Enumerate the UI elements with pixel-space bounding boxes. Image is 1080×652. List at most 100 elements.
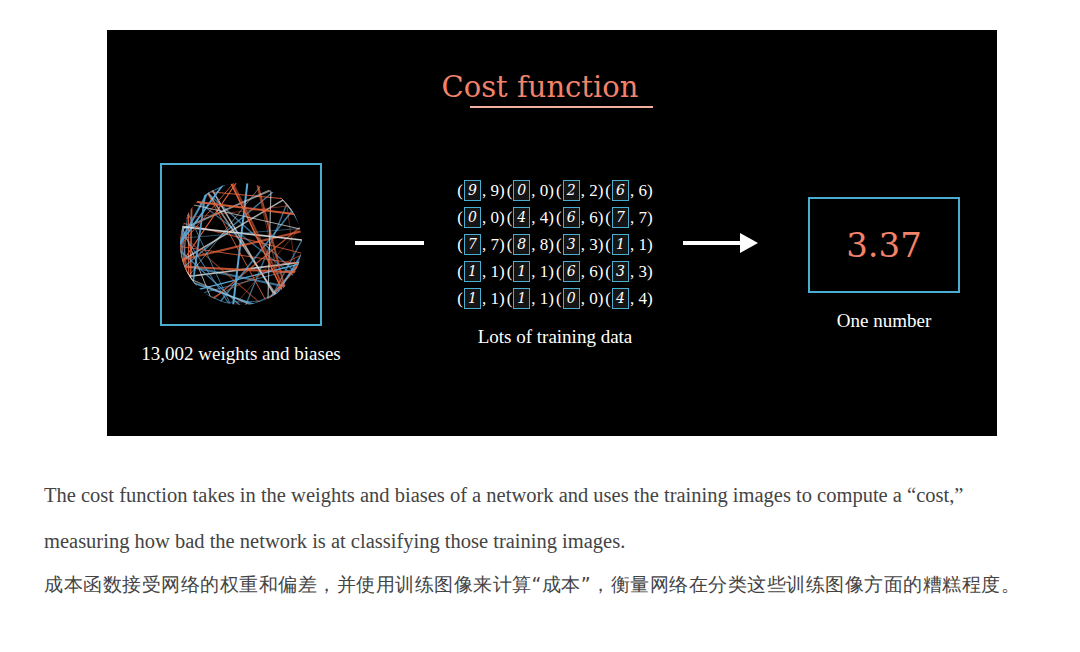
digit-image: 6 <box>612 180 629 201</box>
digit-image: 4 <box>513 207 530 228</box>
pair-text: , 1) <box>531 262 554 282</box>
digit-image: 6 <box>563 207 580 228</box>
digit-image: 3 <box>612 261 629 282</box>
weight-line <box>204 293 206 294</box>
training-pair: (4, 4) <box>507 207 554 228</box>
digit-image: 8 <box>513 234 530 255</box>
pair-text: ( <box>556 262 562 282</box>
training-pair: (1, 1) <box>605 234 652 255</box>
pair-text: , 7) <box>630 208 653 228</box>
training-pair: (1, 1) <box>507 288 554 309</box>
training-pair: (3, 3) <box>605 261 652 282</box>
training-pair: (3, 3) <box>556 234 603 255</box>
training-pair: (0, 0) <box>556 288 603 309</box>
pair-text: ( <box>556 289 562 309</box>
output-arrow-head <box>740 233 758 253</box>
pair-text: , 1) <box>630 235 653 255</box>
pair-text: , 4) <box>531 208 554 228</box>
training-pair: (1, 1) <box>457 288 504 309</box>
digit-image: 1 <box>464 288 481 309</box>
pair-text: , 2) <box>581 181 604 201</box>
weight-line <box>208 192 283 199</box>
pair-text: ( <box>605 181 611 201</box>
weight-line <box>231 183 282 290</box>
digit-image: 1 <box>612 234 629 255</box>
pair-text: ( <box>605 235 611 255</box>
pair-text: , 7) <box>482 235 505 255</box>
caption: The cost function takes in the weights a… <box>44 472 1044 564</box>
digit-image: 0 <box>563 288 580 309</box>
pair-text: ( <box>457 208 463 228</box>
weight-line <box>268 190 271 300</box>
pair-text: ( <box>507 208 513 228</box>
node-heading: One number <box>770 309 998 332</box>
digit-image: 4 <box>612 288 629 309</box>
weight-line <box>199 264 300 290</box>
pair-text: , 1) <box>531 289 554 309</box>
digit-image: 3 <box>563 234 580 255</box>
training-pair: (6, 6) <box>556 261 603 282</box>
title-underline <box>470 106 653 108</box>
data-row: (1, 1)(1, 1)(6, 6)(3, 3) <box>420 258 690 285</box>
weight-line <box>179 182 234 247</box>
digit-image: 1 <box>464 261 481 282</box>
pair-text: ( <box>457 289 463 309</box>
pair-text: ( <box>605 289 611 309</box>
digit-image: 1 <box>513 288 530 309</box>
data-row: (7, 7)(8, 8)(3, 3)(1, 1) <box>420 231 690 258</box>
digit-image: 7 <box>464 234 481 255</box>
digit-image: 2 <box>563 180 580 201</box>
pair-text: ( <box>556 208 562 228</box>
pair-text: , 6) <box>581 262 604 282</box>
network-lines <box>179 182 303 306</box>
data-row: (0, 0)(4, 4)(6, 6)(7, 7) <box>420 204 690 231</box>
output-arrow-shaft <box>683 241 742 245</box>
pair-text: , 4) <box>630 289 653 309</box>
weight-line <box>233 183 285 289</box>
digit-image: 1 <box>513 261 530 282</box>
pair-text: ( <box>507 181 513 201</box>
grid-caption: Lots of training data <box>420 326 690 348</box>
input-line <box>355 241 424 245</box>
pair-text: , 6) <box>581 208 604 228</box>
weight-line <box>188 212 231 305</box>
digit-image: 7 <box>612 207 629 228</box>
weight-line <box>204 294 231 306</box>
weight-line <box>181 224 182 261</box>
pair-text: ( <box>605 262 611 282</box>
pair-text: ( <box>556 181 562 201</box>
training-pair: (2, 2) <box>556 180 603 201</box>
training-pair: (7, 7) <box>457 234 504 255</box>
data-row: (1, 1)(1, 1)(0, 0)(4, 4) <box>420 285 690 312</box>
digit-image: 0 <box>513 180 530 201</box>
pair-text: , 0) <box>482 208 505 228</box>
weight-line <box>193 205 301 229</box>
pair-text: ( <box>605 208 611 228</box>
training-pair: (4, 4) <box>605 288 652 309</box>
pair-text: ( <box>457 181 463 201</box>
weight-line <box>179 250 240 306</box>
pair-text: , 1) <box>482 289 505 309</box>
training-pair: (1, 1) <box>457 261 504 282</box>
weight-line <box>181 230 230 305</box>
training-pair: (0, 0) <box>507 180 554 201</box>
pair-text: ( <box>507 235 513 255</box>
pair-text: , 8) <box>531 235 554 255</box>
training-pair: (8, 8) <box>507 234 554 255</box>
weight-line <box>179 185 223 245</box>
pair-text: ( <box>457 235 463 255</box>
title: Cost function <box>0 70 1080 104</box>
weight-line <box>196 202 296 214</box>
pair-text: , 6) <box>630 181 653 201</box>
node-heading: 13,002 weights and biases <box>122 342 360 365</box>
training-pair: (9, 9) <box>457 180 504 201</box>
pair-text: ( <box>457 262 463 282</box>
weight-line <box>188 185 261 276</box>
network-box: 13,002 weights and biases <box>160 163 322 326</box>
pair-text: , 3) <box>630 262 653 282</box>
chinese-caption: 成本函数接受网络的权重和偏差，并使用训练图像来计算“成本”，衡量网络在分类这些训… <box>44 562 1044 607</box>
training-pair: (1, 1) <box>507 261 554 282</box>
training-pair: (0, 0) <box>457 207 504 228</box>
training-data-grid: (9, 9)(0, 0)(2, 2)(6, 6)(0, 0)(4, 4)(6, … <box>420 177 690 312</box>
